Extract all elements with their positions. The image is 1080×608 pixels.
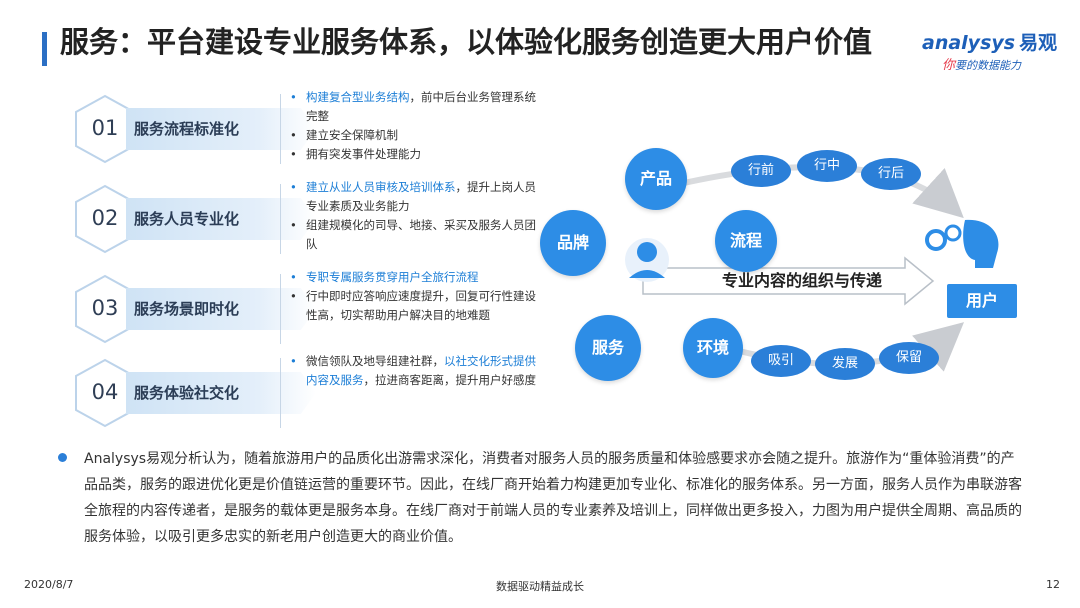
bullet-pre: 组建规模化的司导、地接、采买及服务人员团队 (306, 218, 536, 251)
page-title: 服务：平台建设专业服务体系，以体验化服务创造更大用户价值 (60, 25, 873, 59)
row-label-box: 服务场景即时化 (126, 288, 316, 330)
row-label-box: 服务流程标准化 (126, 108, 316, 150)
row-number: 03 (91, 296, 119, 320)
row-label: 服务场景即时化 (134, 300, 240, 318)
oval-retain: 保留 (879, 342, 939, 374)
oval-during-trip: 行中 (797, 150, 857, 182)
divider (280, 274, 281, 344)
oval-after-trip: 行后 (861, 158, 921, 190)
footer-page-number: 12 (1046, 578, 1060, 591)
row-description: 专职专属服务贯穿用户全旅行流程行中即时应答响应速度提升，回复可行性建设性高，切实… (286, 268, 536, 325)
bullet-pre: 微信领队及地导组建社群， (306, 354, 444, 368)
oval-before-trip: 行前 (731, 155, 791, 187)
bullet-item: 专职专属服务贯穿用户全旅行流程 (290, 268, 536, 287)
bullet-item: 构建复合型业务结构，前中后台业务管理系统完整 (290, 88, 536, 126)
bullet-highlight: 构建复合型业务结构 (306, 90, 410, 104)
footer-center: 数据驱动精益成长 (496, 580, 584, 593)
logo-tagline: 你要的数据能力 (942, 54, 1021, 73)
bullet-item: 行中即时应答响应速度提升，回复可行性建设性高，切实帮助用户解决目的地难题 (290, 287, 536, 325)
row-number: 04 (91, 380, 119, 404)
bullet-item: 组建规模化的司导、地接、采买及服务人员团队 (290, 216, 536, 254)
service-diagram: 产品 流程 品牌 服务 环境 行前 行中 行后 吸引 发展 保留 专业内容的组织… (535, 140, 1035, 385)
row-label: 服务人员专业化 (134, 210, 240, 228)
bullet-item: 建立安全保障机制 (290, 126, 536, 145)
logo-tagline-ni: 你 (942, 58, 956, 73)
bullet-post: ，拉进商客距离，提升用户好感度 (363, 373, 537, 387)
logo-brand: analysys (922, 32, 1016, 54)
divider (280, 358, 281, 428)
service-row: 01 服务流程标准化 构建复合型业务结构，前中后台业务管理系统完整建立安全保障机制拥… (68, 88, 538, 170)
bullet-pre: 拥有突发事件处理能力 (306, 147, 421, 161)
row-description: 构建复合型业务结构，前中后台业务管理系统完整建立安全保障机制拥有突发事件处理能力 (286, 88, 536, 164)
arrow-label: 专业内容的组织与传递 (721, 271, 882, 290)
bullet-item: 拥有突发事件处理能力 (290, 145, 536, 164)
service-row: 02 服务人员专业化 建立从业人员审核及培训体系，提升上岗人员专业素质及业务能力组建… (68, 178, 538, 260)
hexagon-number: 01 (72, 94, 138, 164)
service-row: 03 服务场景即时化 专职专属服务贯穿用户全旅行流程行中即时应答响应速度提升，回复可… (68, 268, 538, 350)
row-number: 01 (91, 116, 119, 140)
bullet-post: ，提升上岗人员专业素质及业务能力 (306, 180, 536, 213)
circle-product: 产品 (625, 148, 687, 210)
circle-service: 服务 (575, 315, 641, 381)
title-accent-bar (42, 32, 47, 66)
hexagon-number: 03 (72, 274, 138, 344)
footer-date: 2020/8/7 (24, 578, 74, 591)
circle-brand: 品牌 (540, 210, 606, 276)
user-box: 用户 (947, 284, 1017, 318)
circle-environment: 环境 (683, 318, 743, 378)
service-row: 04 服务体验社交化 微信领队及地导组建社群，以社交化形式提供内容及服务，拉进商客距… (68, 352, 538, 434)
bullet-highlight: 建立从业人员审核及培训体系 (306, 180, 456, 194)
summary-text: Analysys易观分析认为，随着旅游用户的品质化出游需求深化，消费者对服务人员… (84, 451, 1022, 545)
bullet-dot (58, 453, 67, 462)
row-label: 服务流程标准化 (134, 120, 240, 138)
logo-cn: 易观 (1019, 32, 1058, 54)
bullet-pre: 行中即时应答响应速度提升，回复可行性建设性高，切实帮助用户解决目的地难题 (306, 289, 536, 322)
content-arrow: 专业内容的组织与传递 (687, 263, 932, 299)
row-description: 建立从业人员审核及培训体系，提升上岗人员专业素质及业务能力组建规模化的司导、地接… (286, 178, 536, 254)
divider (280, 94, 281, 164)
bullet-highlight: 以社交化形式提供内容及服务 (306, 354, 536, 387)
row-label: 服务体验社交化 (134, 384, 240, 402)
row-label-box: 服务人员专业化 (126, 198, 316, 240)
bullet-post: ，前中后台业务管理系统完整 (306, 90, 536, 123)
bullet-highlight: 专职专属服务贯穿用户全旅行流程 (306, 270, 479, 284)
diagram-arrows (625, 164, 999, 372)
oval-attract: 吸引 (751, 345, 811, 377)
bullet-pre: 建立安全保障机制 (306, 128, 398, 142)
summary-paragraph: Analysys易观分析认为，随着旅游用户的品质化出游需求深化，消费者对服务人员… (58, 446, 1022, 550)
logo-tagline-rest: 要的数据能力 (955, 59, 1022, 72)
bullet-item: 建立从业人员审核及培训体系，提升上岗人员专业素质及业务能力 (290, 178, 536, 216)
row-number: 02 (91, 206, 119, 230)
oval-develop: 发展 (815, 348, 875, 380)
bullet-item: 微信领队及地导组建社群，以社交化形式提供内容及服务，拉进商客距离，提升用户好感度 (290, 352, 537, 390)
divider (280, 184, 281, 254)
row-label-box: 服务体验社交化 (126, 372, 316, 414)
hexagon-number: 02 (72, 184, 138, 254)
circle-process: 流程 (715, 210, 777, 272)
row-description: 微信领队及地导组建社群，以社交化形式提供内容及服务，拉进商客距离，提升用户好感度 (286, 352, 536, 390)
